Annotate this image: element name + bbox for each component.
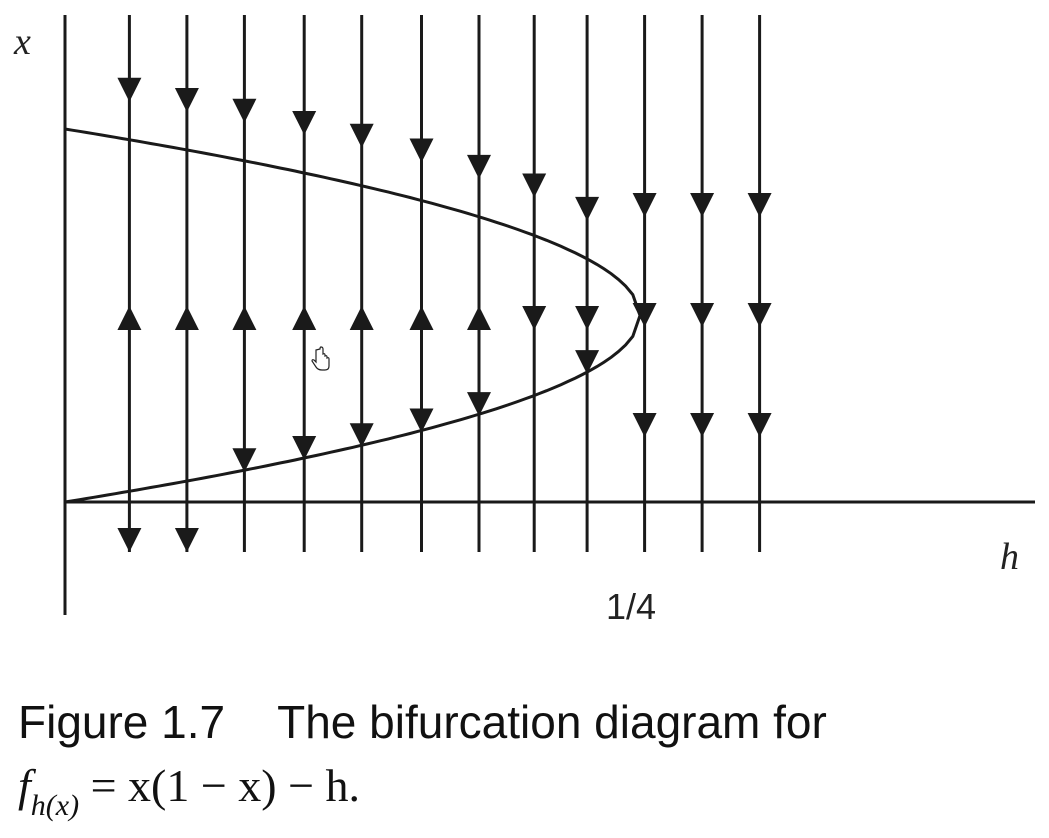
formula-rhs: = x(1 − x) − h. [90,760,361,811]
down-arrow [575,350,600,375]
down-arrow [467,392,491,417]
formula-f: f [18,760,31,811]
caption-formula: fh(x) = x(1 − x) − h. [18,754,1038,838]
up-arrow [292,306,317,330]
down-arrow [349,423,374,448]
down-arrow [292,436,317,461]
up-arrow [174,306,199,330]
cursor-hand-icon [311,346,330,371]
up-arrow [232,306,257,330]
down-arrow [690,413,715,437]
down-arrow [747,303,772,327]
formula-subscript: h(x) [30,789,80,822]
figure-number: Figure 1.7 [18,696,226,748]
bifurcation-diagram [63,15,1035,615]
down-arrow [632,193,657,217]
down-arrow [575,306,600,330]
fixed-point-curve [64,127,642,504]
down-arrow [409,138,434,163]
down-arrow [292,110,317,135]
down-arrow [522,173,547,198]
down-arrow [467,154,491,179]
flow-lines [117,15,772,552]
down-arrow [117,528,142,552]
x-axis-label: x [14,21,31,63]
down-arrow [632,413,657,437]
up-arrow [409,306,434,330]
figure-caption: Figure 1.7 The bifurcation diagram for fh… [18,690,1038,838]
h-axis-label: h [1000,536,1019,578]
h-tick-label: 1/4 [606,586,657,627]
caption-line-1: Figure 1.7 The bifurcation diagram for [18,690,1038,754]
down-arrow [575,196,600,221]
caption-text: The bifurcation diagram for [277,696,827,748]
up-arrow [117,306,142,330]
down-arrow [174,528,199,552]
down-arrow [349,123,374,148]
down-arrow [409,408,434,433]
down-arrow [747,193,772,217]
down-arrow [232,98,257,123]
down-arrow [747,413,772,437]
down-arrow [117,77,142,102]
up-arrow [467,306,491,330]
down-arrow [690,303,715,327]
down-arrow [690,193,715,217]
down-arrow [232,448,257,473]
down-arrow [522,306,547,330]
down-arrow [174,87,199,112]
up-arrow [349,306,374,330]
